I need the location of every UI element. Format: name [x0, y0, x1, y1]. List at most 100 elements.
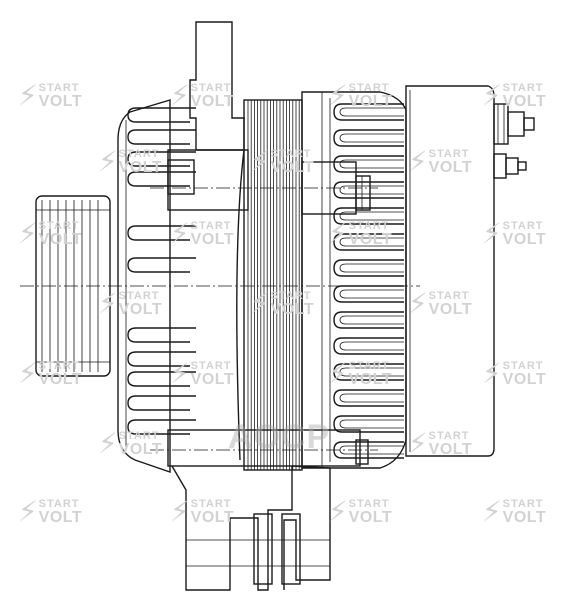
watermark-start: START	[428, 289, 470, 302]
lightning-bolt-icon: ⚡︎	[170, 80, 190, 111]
watermark-start: START	[190, 219, 232, 232]
watermark-start: START	[348, 497, 390, 510]
watermark-start: START	[502, 219, 544, 232]
signal-terminal-stud	[493, 153, 527, 179]
lightning-bolt-icon: ⚡︎	[250, 288, 270, 319]
watermark-volt: VOLT	[348, 508, 393, 526]
watermark-volt: VOLT	[190, 508, 235, 526]
watermark-volt: VOLT	[502, 508, 547, 526]
watermark-volt: VOLT	[190, 92, 235, 110]
top-mounting-ear	[167, 21, 249, 211]
watermark-start: START	[428, 429, 470, 442]
lightning-bolt-icon: ⚡︎	[98, 146, 118, 177]
lightning-bolt-icon: ⚡︎	[170, 496, 190, 527]
watermark-start: START	[118, 289, 160, 302]
lightning-bolt-icon: ⚡︎	[408, 288, 428, 319]
lightning-bolt-icon: ⚡︎	[98, 288, 118, 319]
watermark-volt: VOLT	[270, 300, 315, 318]
watermark-volt: VOLT	[118, 440, 163, 458]
rear-cover	[405, 85, 495, 457]
lightning-bolt-icon: ⚡︎	[482, 358, 502, 389]
watermark-start: START	[502, 497, 544, 510]
lightning-bolt-icon: ⚡︎	[170, 358, 190, 389]
watermark-start: START	[118, 147, 160, 160]
watermark-volt: VOLT	[270, 158, 315, 176]
lightning-bolt-icon: ⚡︎	[18, 218, 38, 249]
lightning-bolt-icon: ⚡︎	[18, 80, 38, 111]
watermark-start: START	[270, 147, 312, 160]
watermark-volt: VOLT	[348, 370, 393, 388]
lightning-bolt-icon: ⚡︎	[18, 496, 38, 527]
watermark-volt: VOLT	[190, 230, 235, 248]
lightning-bolt-icon: ⚡︎	[482, 496, 502, 527]
front-vent-slots	[127, 107, 196, 435]
watermark-start: START	[270, 289, 312, 302]
watermark-volt: VOLT	[502, 230, 547, 248]
watermark-start: START	[38, 497, 80, 510]
watermark-volt: VOLT	[348, 230, 393, 248]
lightning-bolt-icon: ⚡︎	[408, 146, 428, 177]
front-housing	[117, 99, 171, 473]
watermark-volt: VOLT	[190, 370, 235, 388]
lower-mounting-bracket	[167, 429, 369, 591]
aocp-logo-watermark: AOCP	[228, 418, 331, 456]
watermark-start: START	[348, 81, 390, 94]
b-plus-terminal-stud	[493, 103, 535, 145]
watermark-volt: VOLT	[118, 158, 163, 176]
watermark-start: START	[428, 147, 470, 160]
lightning-bolt-icon: ⚡︎	[328, 218, 348, 249]
watermark-start: START	[38, 219, 80, 232]
watermark-volt: VOLT	[502, 92, 547, 110]
watermark-volt: VOLT	[428, 300, 473, 318]
watermark-volt: VOLT	[428, 440, 473, 458]
rear-vent-slots	[333, 103, 404, 459]
watermark-volt: VOLT	[118, 300, 163, 318]
watermark-start: START	[348, 359, 390, 372]
watermark-start: START	[502, 359, 544, 372]
lightning-bolt-icon: ⚡︎	[98, 428, 118, 459]
watermark-volt: VOLT	[428, 158, 473, 176]
watermark-start: START	[190, 497, 232, 510]
rear-housing	[301, 91, 407, 469]
watermark-start: START	[38, 359, 80, 372]
lightning-bolt-icon: ⚡︎	[482, 218, 502, 249]
lightning-bolt-icon: ⚡︎	[328, 80, 348, 111]
watermark-volt: VOLT	[38, 230, 83, 248]
